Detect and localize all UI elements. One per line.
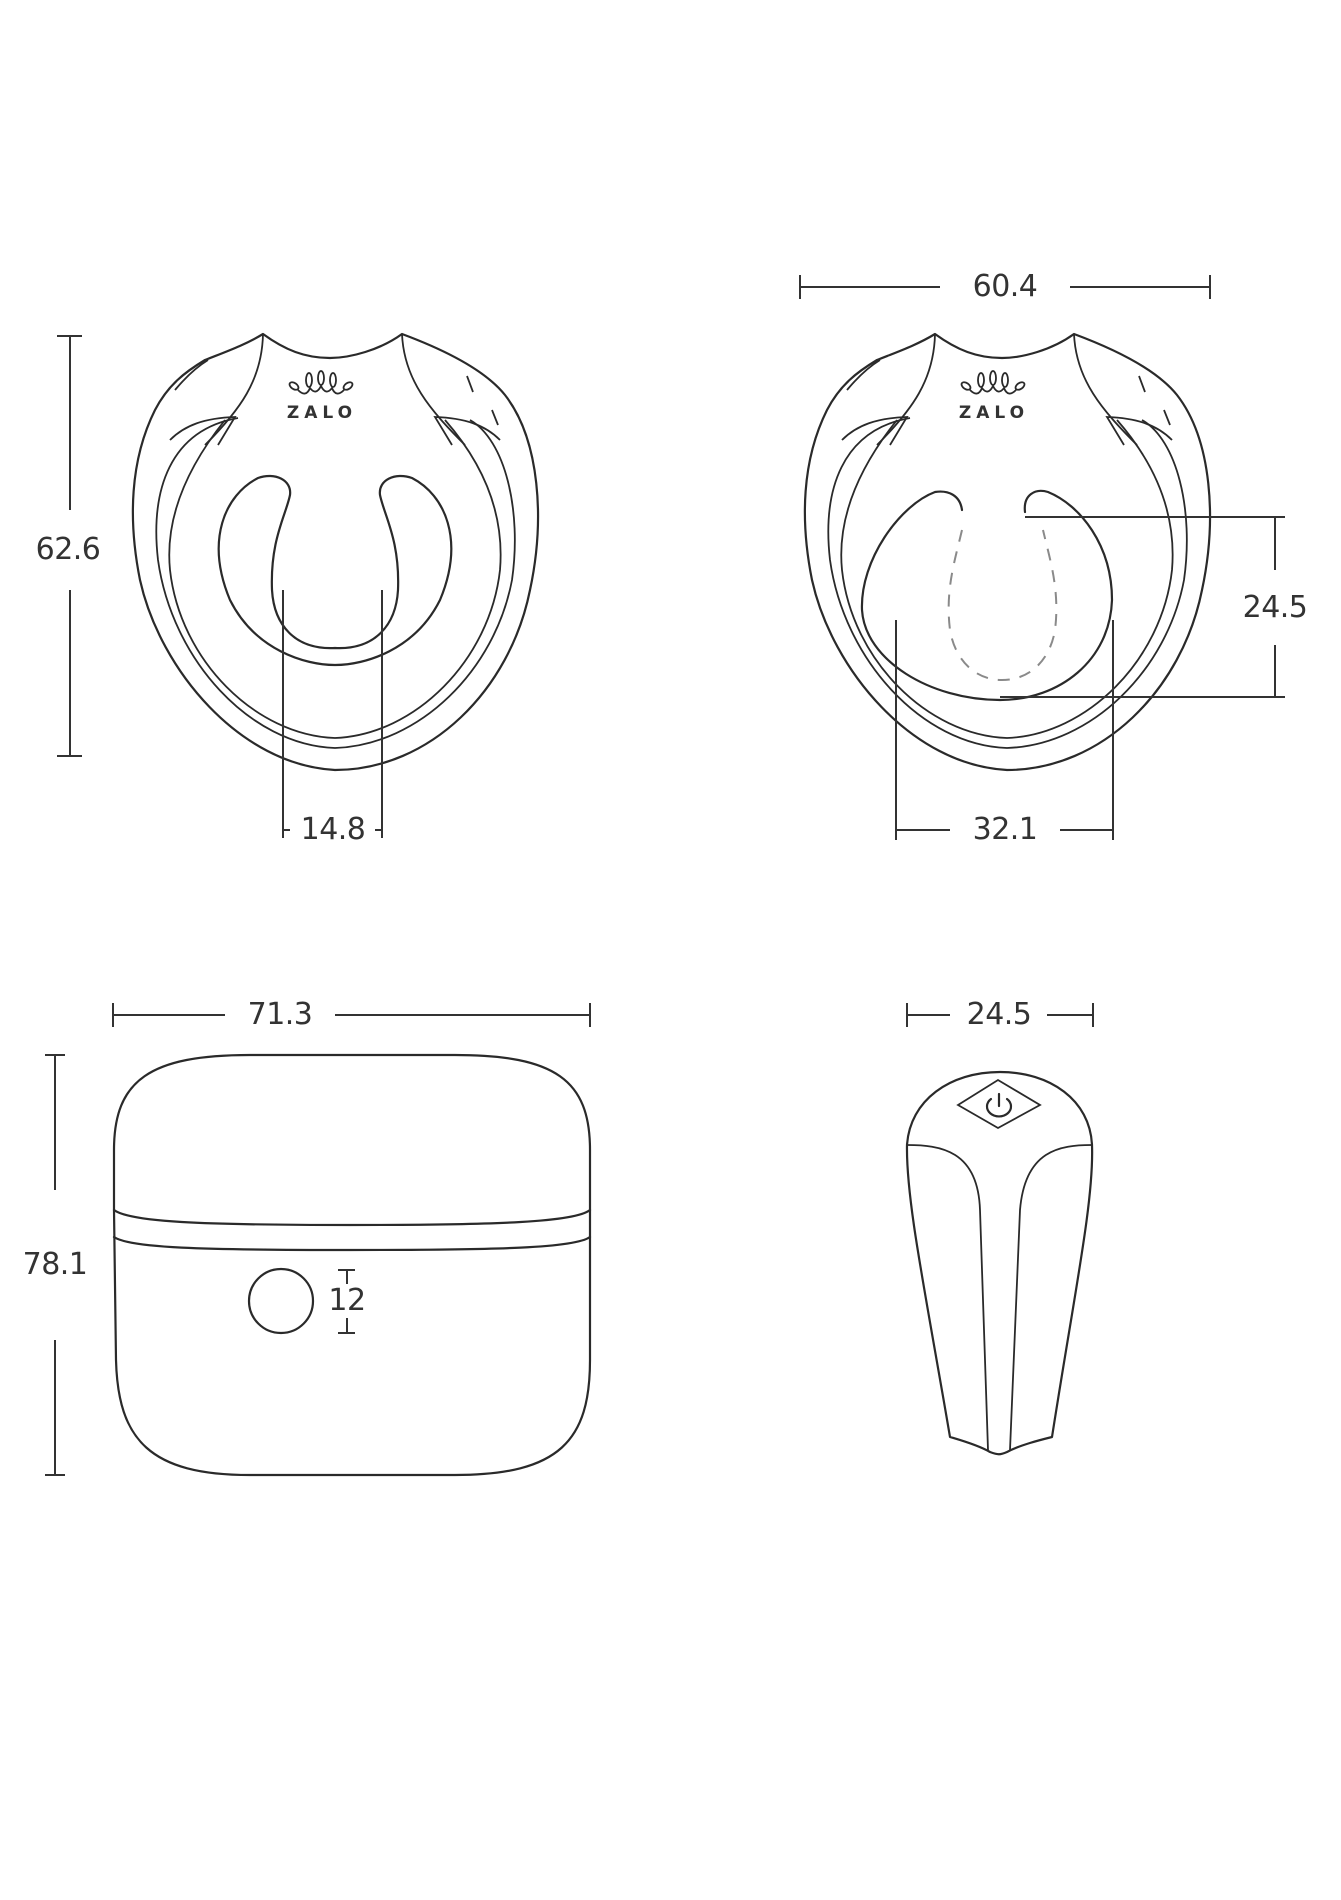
power-icon <box>985 1092 1013 1118</box>
crown-logo-icon <box>288 370 354 395</box>
inner-width-dimension-label: 32.1 <box>966 813 1044 847</box>
case-height-dimension-label: 78.1 <box>22 1244 88 1286</box>
side-view-drawing <box>905 1003 1094 1456</box>
height-dimension-label: 62.6 <box>35 529 101 571</box>
side-width-dimension-label: 24.5 <box>960 998 1038 1032</box>
crown-logo-icon <box>960 370 1026 395</box>
brand-logo-text: ZALO <box>958 403 1030 423</box>
button-diameter-dimension-label: 12 <box>326 1283 368 1318</box>
width-dimension-label: 60.4 <box>966 270 1044 304</box>
opening-width-dimension-label: 14.8 <box>294 813 372 847</box>
inner-height-dimension-label: 24.5 <box>1242 587 1308 629</box>
case-width-dimension-label: 71.3 <box>241 998 319 1032</box>
front-view-drawing <box>57 332 540 838</box>
charging-case-drawing <box>45 1003 592 1477</box>
case-button <box>247 1267 315 1335</box>
back-view-drawing <box>799 275 1285 840</box>
brand-logo-text: ZALO <box>286 403 358 423</box>
